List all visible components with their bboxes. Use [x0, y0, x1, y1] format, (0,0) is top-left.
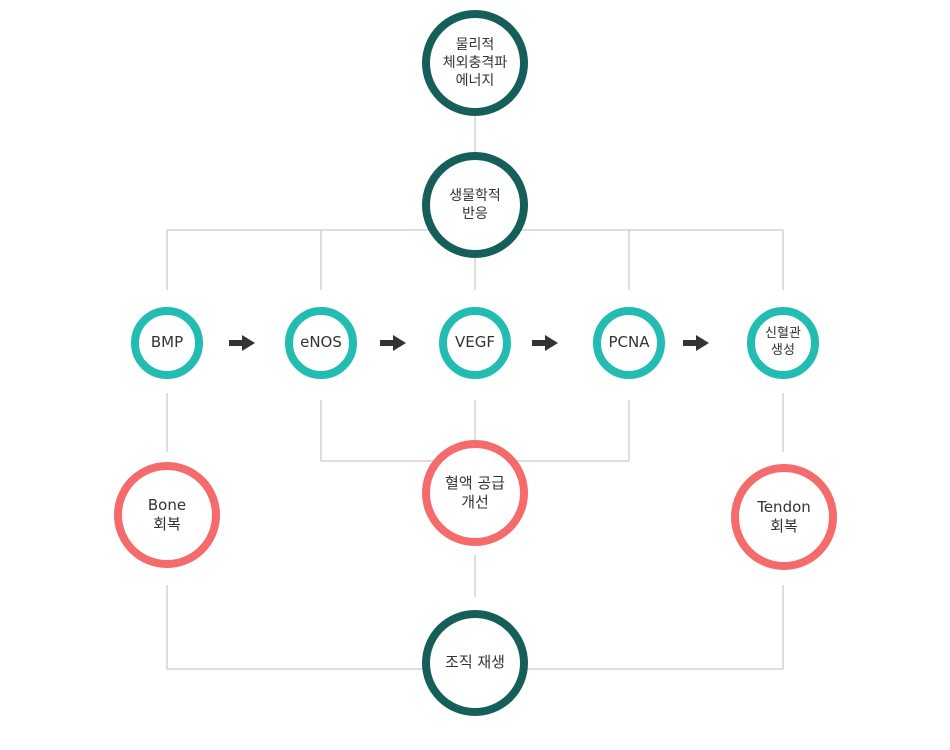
node-label: PCNA	[608, 333, 650, 352]
node-bmp: BMP	[131, 307, 203, 379]
node-vegf: VEGF	[439, 307, 511, 379]
node-label: 혈액 공급	[445, 473, 505, 492]
node-pcna: PCNA	[593, 307, 665, 379]
node-shockwave-energy: 물리적 체외충격파 에너지	[422, 10, 528, 116]
node-label: BMP	[150, 333, 184, 352]
node-label: Tendon	[757, 497, 811, 516]
node-label: 체외충격파	[442, 54, 508, 71]
right-arrow-icon	[683, 335, 709, 351]
node-tendon-recovery: Tendon 회복	[731, 464, 837, 570]
node-label: eNOS	[300, 333, 342, 352]
node-angiogenesis: 신혈관 생성	[747, 307, 819, 379]
node-label: 조직 재생	[445, 653, 505, 672]
node-label: 회복	[770, 517, 798, 535]
node-label: 신혈관	[765, 326, 801, 342]
node-label: 에너지	[455, 73, 495, 90]
node-bone-recovery: Bone 회복	[114, 462, 220, 568]
node-label: Bone	[147, 495, 187, 514]
node-tissue-regeneration: 조직 재생	[422, 610, 528, 716]
node-label: 개선	[461, 493, 489, 511]
node-label: VEGF	[455, 333, 495, 352]
right-arrow-icon	[380, 335, 406, 351]
node-label: 생성	[771, 343, 795, 358]
node-biological-response: 생물학적 반응	[422, 152, 528, 258]
node-label: 생물학적	[449, 187, 501, 204]
node-label: 회복	[153, 515, 181, 533]
right-arrow-icon	[229, 335, 255, 351]
right-arrow-icon	[532, 335, 558, 351]
node-blood-supply: 혈액 공급 개선	[422, 440, 528, 546]
node-label: 물리적	[455, 36, 495, 53]
node-enos: eNOS	[285, 307, 357, 379]
node-label: 반응	[462, 206, 488, 222]
